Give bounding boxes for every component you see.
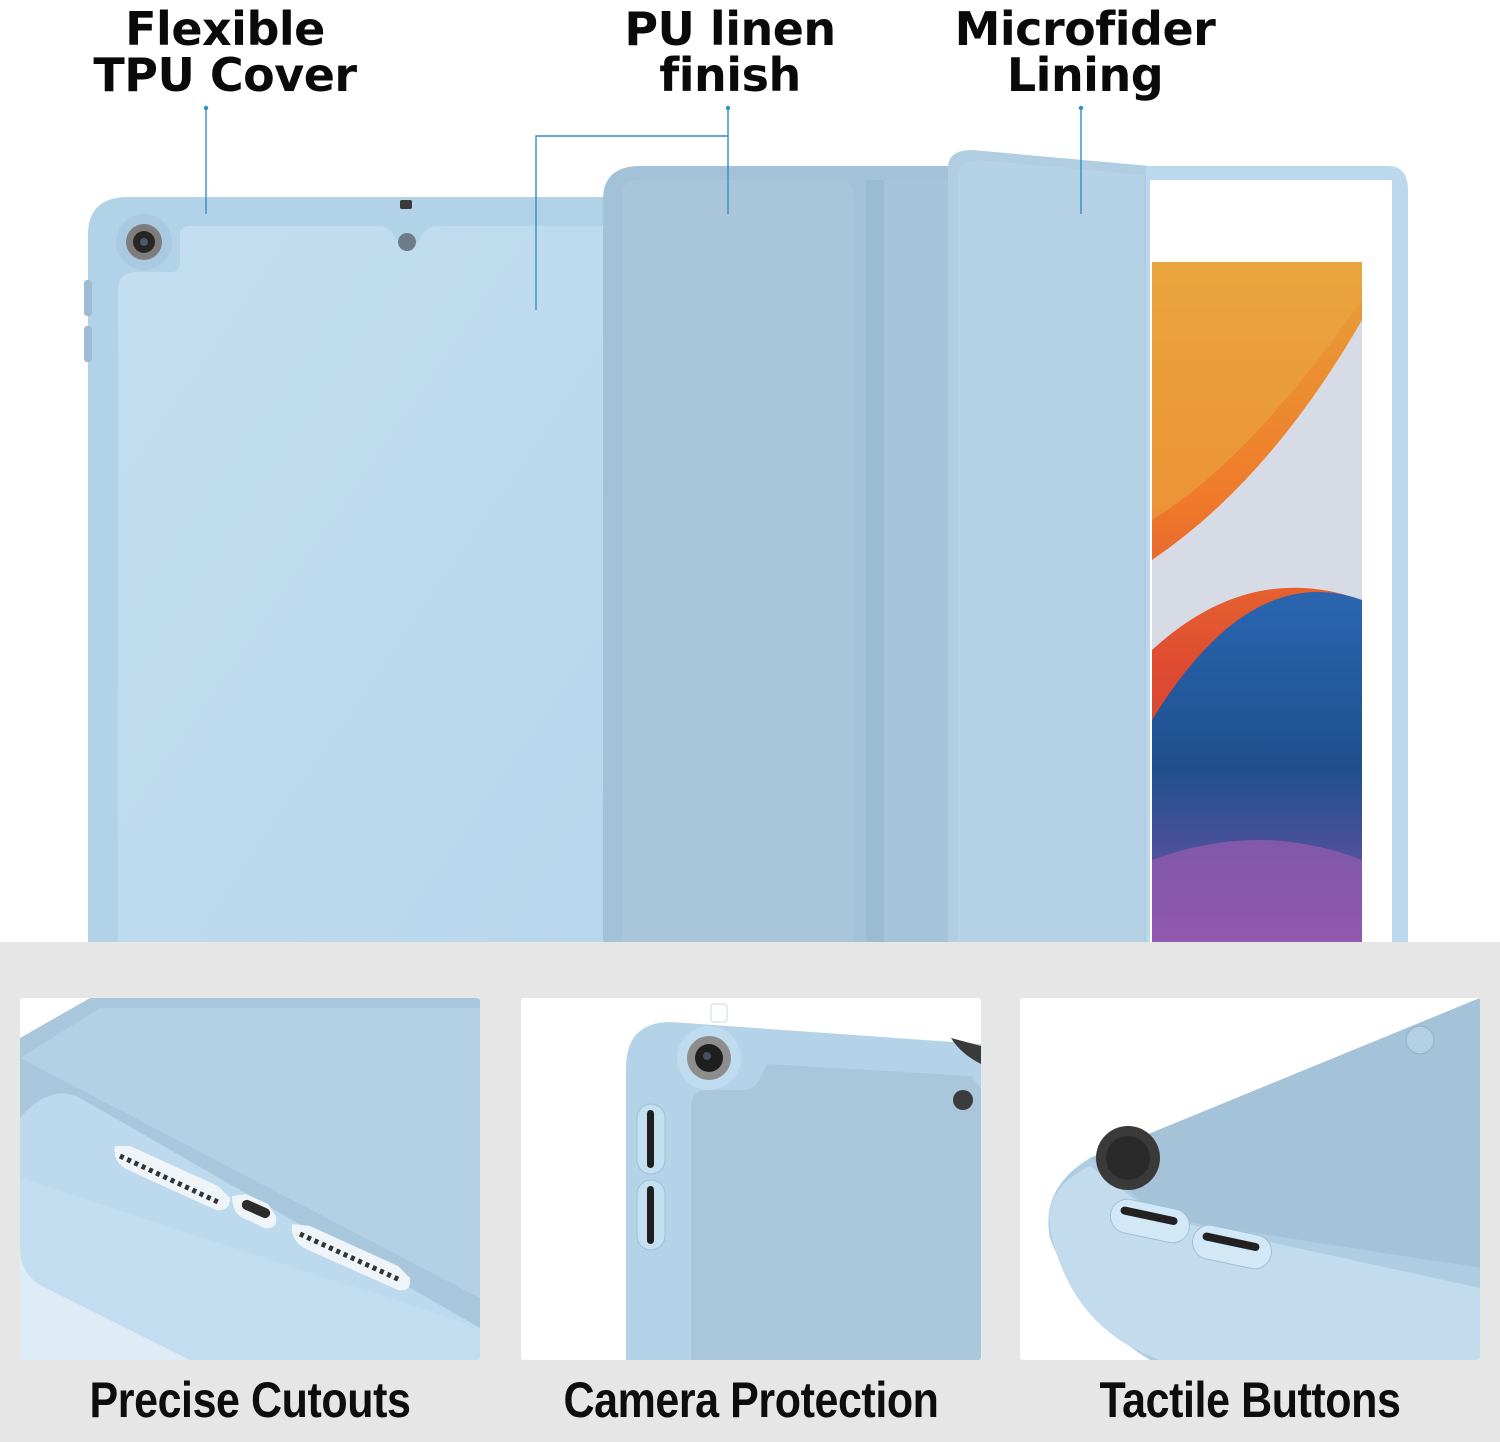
- callout-tpu-cover: Flexible TPU Cover: [75, 6, 375, 98]
- callout-pu-linen: PU linen finish: [580, 6, 880, 98]
- callout-leader-lines: [205, 108, 1082, 310]
- callout-line: Microfider: [954, 2, 1216, 56]
- callout-line: TPU Cover: [93, 48, 357, 102]
- pu-folding-cover: [603, 150, 1150, 942]
- speaker-grille-right: [291, 1224, 411, 1291]
- caption-precise-cutouts: Precise Cutouts: [89, 1372, 411, 1428]
- caption-camera-protection: Camera Protection: [563, 1372, 939, 1428]
- callout-microfiber-lining: Microfider Lining: [930, 6, 1240, 98]
- callout-line: finish: [659, 48, 801, 102]
- detail-photo-buttons: [1020, 998, 1480, 1360]
- callout-line: PU linen: [624, 2, 836, 56]
- callout-line: Lining: [1006, 48, 1164, 102]
- mic-cutout: [398, 233, 416, 251]
- tpu-back-shell: [84, 197, 610, 942]
- tactile-button-volume-down: [1192, 1224, 1272, 1270]
- tablet-screen: [1146, 166, 1408, 942]
- tactile-button-volume-up: [1110, 1198, 1190, 1244]
- callout-line: Flexible: [125, 2, 325, 56]
- volume-button-cutouts: [636, 1103, 666, 1251]
- detail-photo-camera: [521, 998, 981, 1360]
- hero-product-photo: [84, 105, 1408, 942]
- speaker-grille-left: [114, 1146, 230, 1211]
- detail-photo-cutouts: [20, 998, 480, 1360]
- charging-port: [232, 1194, 277, 1229]
- caption-tactile-buttons: Tactile Buttons: [1099, 1372, 1401, 1428]
